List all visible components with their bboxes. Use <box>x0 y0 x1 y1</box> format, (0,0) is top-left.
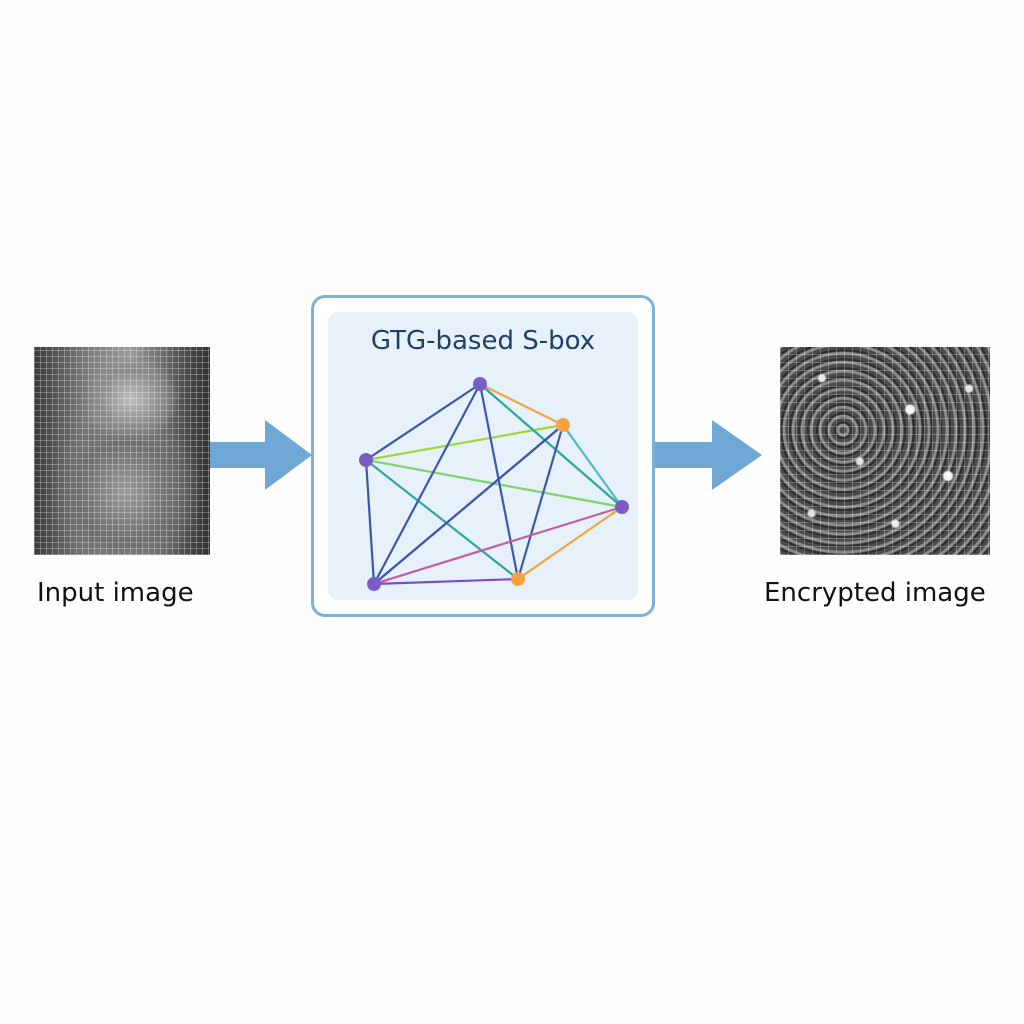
graph-node <box>359 453 373 467</box>
graph-node <box>367 577 381 591</box>
graph-edge <box>364 382 482 462</box>
graph-edge <box>561 423 624 509</box>
encrypted-image <box>780 347 990 555</box>
input-image <box>34 347 210 555</box>
graph-edge <box>516 423 565 581</box>
graph-node <box>511 572 525 586</box>
sbox-title: GTG-based S-box <box>370 326 596 356</box>
graph-edge <box>478 382 624 509</box>
graph-diagram <box>359 377 629 591</box>
graph-edge <box>372 505 624 586</box>
graph-node <box>556 418 570 432</box>
sbox-panel: GTG-based S-box <box>311 295 655 617</box>
graph-edge <box>372 577 520 586</box>
graph-edge <box>516 505 624 581</box>
graph-edge <box>372 423 565 586</box>
input-caption: Input image <box>37 578 194 608</box>
graph-edge <box>364 458 376 586</box>
arrow-to-output-icon <box>655 420 762 490</box>
graph-edge <box>372 382 482 586</box>
graph-edge <box>478 382 520 581</box>
graph-node <box>473 377 487 391</box>
graph-edge <box>364 458 520 581</box>
encrypted-caption: Encrypted image <box>764 578 986 608</box>
graph-node <box>615 500 629 514</box>
graph-edge <box>364 423 565 462</box>
graph-edge <box>478 382 565 427</box>
